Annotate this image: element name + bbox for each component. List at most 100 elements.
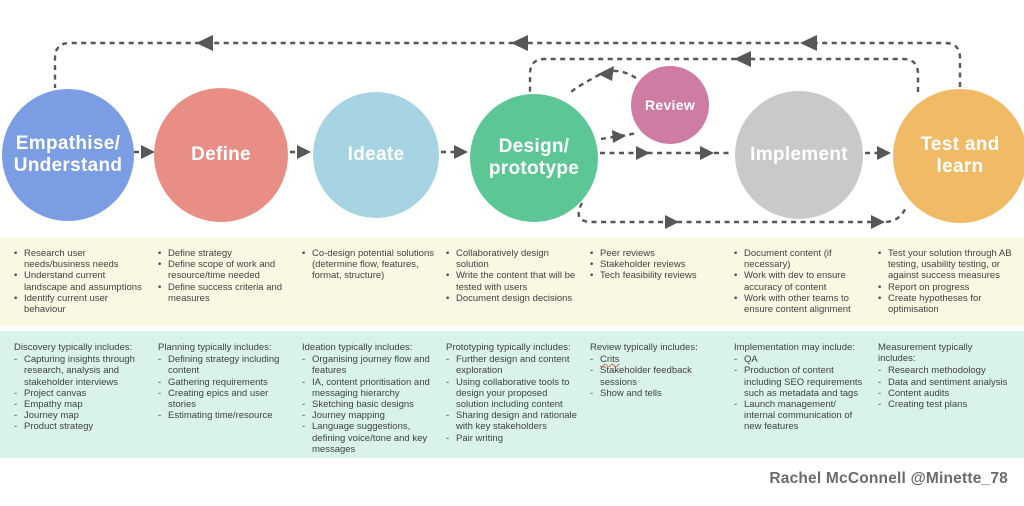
arrowhead-left <box>196 35 213 51</box>
includes-item: Stakeholder feedback sessions <box>590 365 724 387</box>
stage-circle-review: Review <box>631 66 709 144</box>
activity-item: Tech feasibility reviews <box>590 270 724 281</box>
stage-label: Review <box>644 96 696 113</box>
dash-marker <box>14 410 24 421</box>
arrowhead-right <box>454 145 468 159</box>
attribution: Rachel McConnell @Minette_78 <box>769 470 1008 487</box>
dash-marker <box>14 399 24 410</box>
dash-marker <box>878 377 888 388</box>
arrowhead-right <box>700 146 714 160</box>
activities-review: Peer reviewsStakeholder reviewsTech feas… <box>590 248 724 318</box>
includes-title: Ideation typically includes: <box>302 342 413 353</box>
includes-item: Production of content including SEO requ… <box>734 365 868 399</box>
arrowhead-left <box>734 51 751 67</box>
activities-empathise: Research user needs/business needsUnders… <box>14 248 148 318</box>
includes-ideation: Ideation typically includes: Organising … <box>302 342 436 455</box>
dash-marker <box>14 354 24 388</box>
design-process-diagram: Empathise/ Understand Define Ideate Desi… <box>0 0 1024 236</box>
includes-item: Launch management/ internal communicatio… <box>734 399 868 433</box>
bullet-marker <box>158 259 168 281</box>
includes-item: Data and sentiment analysis <box>878 377 1012 388</box>
includes-planning: Planning typically includes: Defining st… <box>158 342 292 455</box>
activity-item: Co-design potential solutions (determine… <box>302 248 436 282</box>
loop-test-to-design <box>528 57 920 92</box>
bullet-marker <box>878 282 888 293</box>
includes-review: Review typically includes: CritsStakehol… <box>590 342 724 455</box>
activity-item: Work with other teams to ensure content … <box>734 293 868 315</box>
arrowhead-right <box>877 146 891 160</box>
activity-item: Document design decisions <box>446 293 580 304</box>
dash-marker <box>158 388 168 410</box>
includes-item: Defining strategy including content <box>158 354 292 376</box>
bullet-marker <box>446 293 456 304</box>
includes-item: Product strategy <box>14 421 148 432</box>
activity-item: Research user needs/business needs <box>14 248 148 270</box>
activities-test-and-learn: Test your solution through AB testing, u… <box>878 248 1012 318</box>
stage-label: Implement <box>750 144 848 166</box>
bullet-marker <box>446 270 456 292</box>
arrowhead-left <box>800 35 817 51</box>
includes-item: Organising journey flow and features <box>302 354 436 376</box>
includes-measurement: Measurement typically includes: Research… <box>878 342 1012 455</box>
activities-design-prototype: Collaboratively design solutionWrite the… <box>446 248 580 318</box>
arrowhead-right <box>297 145 311 159</box>
bullet-marker <box>158 282 168 304</box>
dash-marker <box>302 377 312 399</box>
includes-item: Show and tells <box>590 388 724 399</box>
includes-item: Creating epics and user stories <box>158 388 292 410</box>
dash-marker <box>14 421 24 432</box>
bullet-marker <box>446 248 456 270</box>
activity-item: Report on progress <box>878 282 1012 293</box>
bullet-marker <box>14 293 24 315</box>
bullet-marker <box>878 293 888 315</box>
dash-marker <box>734 354 744 365</box>
stage-circle-design-prototype: Design/ prototype <box>470 94 598 222</box>
activity-item: Test your solution through AB testing, u… <box>878 248 1012 282</box>
includes-item: Crits <box>590 354 724 365</box>
dash-marker <box>590 365 600 387</box>
arrowhead-right <box>871 215 885 229</box>
activities-define: Define strategyDefine scope of work and … <box>158 248 292 318</box>
includes-title: Discovery typically includes: <box>14 342 133 353</box>
bullet-marker <box>590 270 600 281</box>
dash-marker <box>590 354 600 365</box>
bypass-design-to-test <box>577 202 908 224</box>
includes-row: Discovery typically includes: Capturing … <box>0 331 1024 458</box>
dash-marker <box>734 399 744 433</box>
activity-item: Collaboratively design solution <box>446 248 580 270</box>
includes-implementation: Implementation may include: QAProduction… <box>734 342 868 455</box>
stage-circle-ideate: Ideate <box>313 92 439 218</box>
bullet-marker <box>14 270 24 292</box>
includes-item: QA <box>734 354 868 365</box>
stage-circle-empathise: Empathise/ Understand <box>2 89 134 221</box>
dash-marker <box>158 377 168 388</box>
includes-title: Review typically includes: <box>590 342 698 353</box>
activities-row: Research user needs/business needsUnders… <box>0 237 1024 326</box>
arrowhead-right <box>141 145 155 159</box>
activity-item: Identify current user behaviour <box>14 293 148 315</box>
bullet-marker <box>14 248 24 270</box>
includes-item: Sharing design and rationale with key st… <box>446 410 580 432</box>
activity-item: Define scope of work and resource/time n… <box>158 259 292 281</box>
dash-marker <box>590 388 600 399</box>
dash-marker <box>446 377 456 411</box>
stage-circle-test-and-learn: Test and learn <box>893 89 1024 223</box>
includes-item: Gathering requirements <box>158 377 292 388</box>
dash-marker <box>302 354 312 376</box>
stage-label: Ideate <box>347 144 405 166</box>
dash-marker <box>302 410 312 421</box>
includes-item: Project canvas <box>14 388 148 399</box>
activity-item: Write the content that will be tested wi… <box>446 270 580 292</box>
arrowhead-right <box>612 130 626 143</box>
includes-item: Estimating time/resource <box>158 410 292 421</box>
includes-item: Content audits <box>878 388 1012 399</box>
includes-item: Pair writing <box>446 433 580 444</box>
arrowhead-right <box>636 146 650 160</box>
includes-item: Empathy map <box>14 399 148 410</box>
stage-label: Test and learn <box>920 134 1000 177</box>
dash-marker <box>302 421 312 455</box>
includes-title: Measurement typically includes: <box>878 342 973 365</box>
includes-title: Prototyping typically includes: <box>446 342 571 353</box>
includes-title: Planning typically includes: <box>158 342 272 353</box>
includes-discovery: Discovery typically includes: Capturing … <box>14 342 148 455</box>
